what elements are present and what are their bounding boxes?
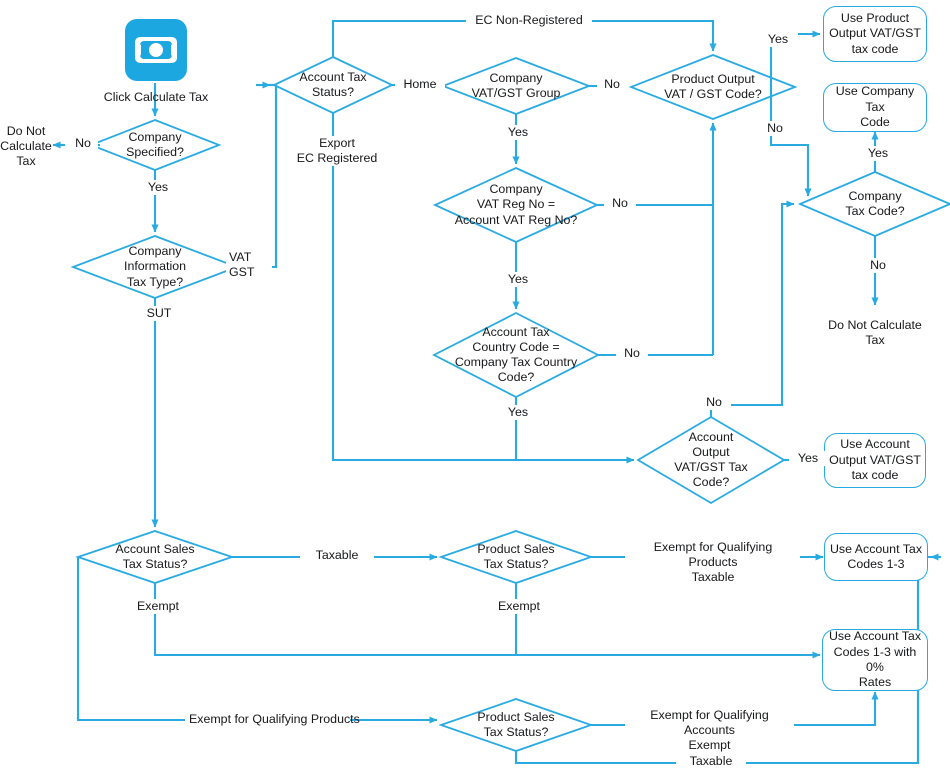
- edge-label-vat-gst: VAT GST: [226, 250, 272, 281]
- node-account-output-vat-gst-tax-code[interactable]: Account Output VAT/GST Tax Code?: [674, 429, 748, 490]
- edge-label-no-company-tax-code: No: [861, 258, 895, 274]
- terminal-use-account-tax-codes-1-3[interactable]: Use Account Tax Codes 1-3: [824, 533, 928, 581]
- node-account-sales-tax-status[interactable]: Account Sales Tax Status?: [115, 541, 195, 571]
- edge-label-no-country-code: No: [616, 346, 648, 362]
- node-company-tax-code[interactable]: Company Tax Code?: [845, 188, 905, 218]
- start-label: Click Calculate Tax: [103, 90, 209, 104]
- terminal-use-company-tax-code[interactable]: Use Company Tax Code: [823, 83, 927, 132]
- edge-label-yes-product-output: Yes: [758, 32, 798, 48]
- edge-label-yes-company-tax-code: Yes: [858, 146, 898, 162]
- money-bill-icon: [125, 19, 187, 81]
- edge-label-sut: SUT: [136, 306, 182, 322]
- edge-label-taxable-top: Taxable: [300, 548, 374, 564]
- edge-label-exempt-qualifying-accounts-exempt: Exempt for Qualifying Accounts Exempt: [625, 708, 794, 754]
- edge-label-exempt-product-sales-1: Exempt: [486, 599, 552, 615]
- edge-label-exempt-account-sales: Exempt: [125, 599, 191, 615]
- terminal-do-not-calculate-tax-right: Do Not Calculate Tax: [828, 318, 922, 348]
- edge-label-no-vat-gst-group: No: [597, 77, 627, 93]
- edge-label-yes-account-output: Yes: [789, 451, 827, 467]
- node-account-tax-country-code[interactable]: Account Tax Country Code = Company Tax C…: [454, 324, 578, 385]
- edge-label-yes-company-specified: Yes: [138, 180, 178, 196]
- edge-label-exempt-for-qualifying-products: Exempt for Qualifying Products: [186, 712, 360, 728]
- node-company-vat-reg-no[interactable]: Company VAT Reg No = Account VAT Reg No?: [454, 182, 578, 227]
- edge-label-taxable-bottom: Taxable: [676, 754, 746, 770]
- edge-label-yes-vat-gst-group: Yes: [498, 125, 538, 141]
- edge-label-no-vat-reg-no: No: [604, 196, 636, 212]
- terminal-use-product-output-tax-code[interactable]: Use Product Output VAT/GST tax code: [823, 6, 927, 62]
- node-company-vat-gst-group[interactable]: Company VAT/GST Group: [471, 70, 561, 100]
- edge-label-yes-vat-reg-no: Yes: [498, 272, 538, 288]
- terminal-use-account-tax-codes-1-3-zero-rates[interactable]: Use Account Tax Codes 1-3 with 0% Rates: [822, 629, 928, 691]
- edge-label-exempt-qualifying-products-taxable: Exempt for Qualifying Products Taxable: [626, 540, 800, 586]
- edge-label-export-ec-registered: Export EC Registered: [279, 136, 395, 167]
- edge-label-ec-non-registered: EC Non-Registered: [466, 13, 592, 29]
- edge-label-no-account-output: No: [697, 395, 731, 411]
- edge-label-yes-country-code: Yes: [498, 405, 538, 421]
- edge-label-no-product-output: No: [758, 121, 792, 137]
- node-product-sales-tax-status-2[interactable]: Product Sales Tax Status?: [477, 709, 555, 739]
- terminal-use-account-output-tax-code[interactable]: Use Account Output VAT/GST tax code: [824, 433, 926, 488]
- node-product-sales-tax-status-1[interactable]: Product Sales Tax Status?: [477, 541, 555, 571]
- node-company-information-tax-type[interactable]: Company Information Tax Type?: [124, 244, 186, 289]
- node-product-output-vat-gst-code[interactable]: Product Output VAT / GST Code?: [664, 71, 762, 101]
- edge-label-no-company-specified: No: [68, 136, 98, 152]
- node-company-specified[interactable]: Company Specified?: [126, 129, 184, 159]
- edge-label-home: Home: [395, 77, 445, 93]
- node-account-tax-status[interactable]: Account Tax Status?: [299, 69, 367, 99]
- terminal-do-not-calculate-tax-left: Do Not Calculate Tax: [0, 124, 52, 169]
